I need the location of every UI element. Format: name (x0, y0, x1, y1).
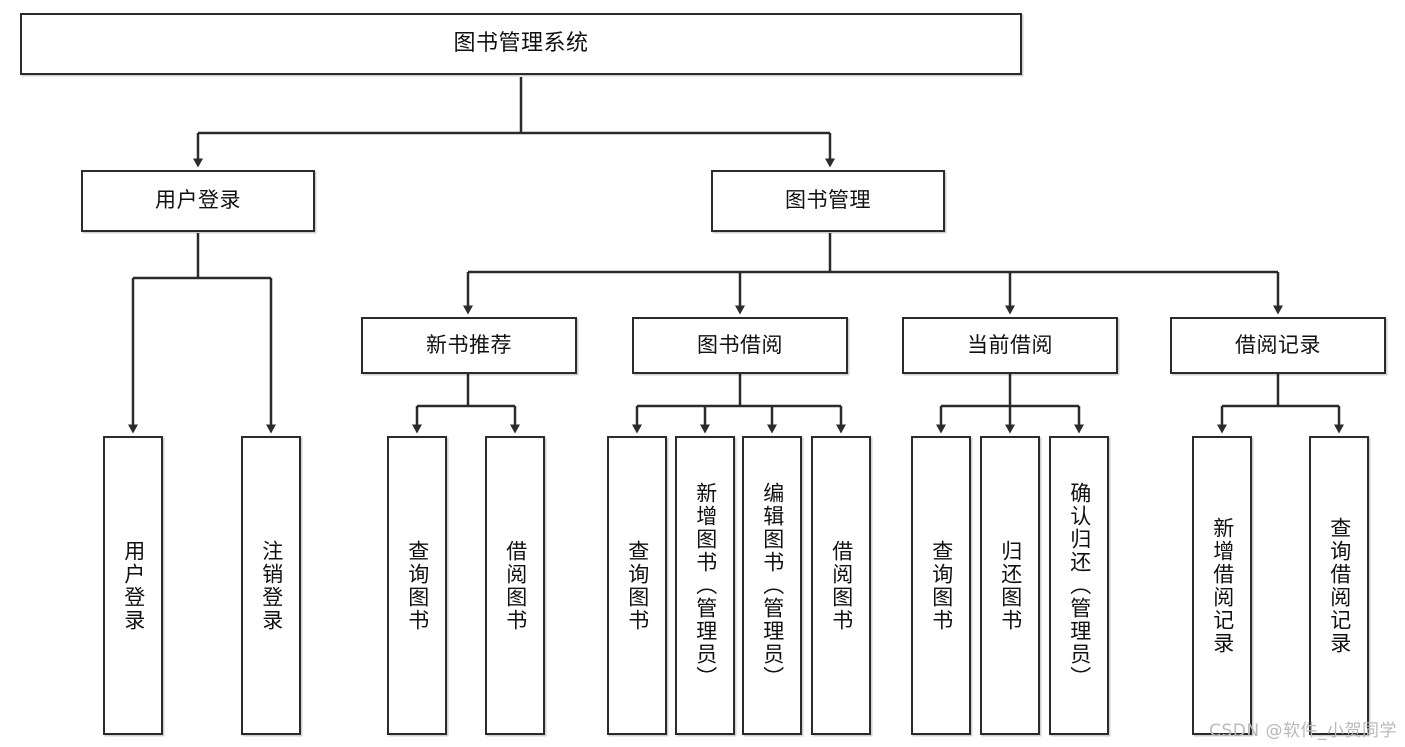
node-book-manage[interactable]: 图书管理 (711, 170, 945, 232)
node-leaf-edit-book-label: 编辑图书（管理员） (760, 482, 785, 689)
node-leaf-query-record-label: 查询借阅记录 (1327, 516, 1352, 655)
node-leaf-query-book-3-label: 查询图书 (929, 539, 954, 632)
node-leaf-confirm-return[interactable]: 确认归还（管理员） (1049, 436, 1109, 735)
node-new-book-rec-label: 新书推荐 (426, 332, 512, 357)
node-leaf-return-book-label: 归还图书 (998, 539, 1023, 632)
node-leaf-borrow-book-2[interactable]: 借阅图书 (811, 436, 871, 735)
node-current-borrow-label: 当前借阅 (967, 332, 1053, 357)
node-leaf-user-login-label: 用户登录 (121, 539, 146, 632)
node-leaf-query-record[interactable]: 查询借阅记录 (1309, 436, 1369, 735)
node-book-borrow[interactable]: 图书借阅 (632, 317, 848, 374)
node-leaf-add-record[interactable]: 新增借阅记录 (1192, 436, 1252, 735)
node-leaf-add-record-label: 新增借阅记录 (1210, 516, 1235, 655)
node-book-borrow-label: 图书借阅 (697, 332, 783, 357)
node-user-login-label: 用户登录 (155, 188, 241, 213)
node-leaf-borrow-book-2-label: 借阅图书 (829, 539, 854, 632)
node-user-login[interactable]: 用户登录 (81, 170, 315, 232)
node-leaf-borrow-book-1-label: 借阅图书 (503, 539, 528, 632)
node-leaf-add-book[interactable]: 新增图书（管理员） (675, 436, 735, 735)
node-leaf-query-book-1[interactable]: 查询图书 (387, 436, 447, 735)
node-current-borrow[interactable]: 当前借阅 (902, 317, 1118, 374)
node-leaf-query-book-3[interactable]: 查询图书 (911, 436, 971, 735)
node-leaf-logout[interactable]: 注销登录 (241, 436, 301, 735)
node-leaf-query-book-2-label: 查询图书 (625, 539, 650, 632)
node-leaf-edit-book[interactable]: 编辑图书（管理员） (742, 436, 802, 735)
node-borrow-record-label: 借阅记录 (1235, 332, 1321, 357)
node-root[interactable]: 图书管理系统 (20, 13, 1022, 75)
node-borrow-record[interactable]: 借阅记录 (1170, 317, 1386, 374)
csdn-watermark: CSDN @软件_小贺同学 (1209, 721, 1397, 741)
node-root-label: 图书管理系统 (453, 30, 589, 56)
node-leaf-query-book-2[interactable]: 查询图书 (607, 436, 667, 735)
node-leaf-borrow-book-1[interactable]: 借阅图书 (485, 436, 545, 735)
node-leaf-confirm-return-label: 确认归还（管理员） (1067, 482, 1092, 689)
node-leaf-logout-label: 注销登录 (259, 539, 284, 632)
node-book-manage-label: 图书管理 (785, 188, 871, 213)
node-leaf-return-book[interactable]: 归还图书 (980, 436, 1040, 735)
node-leaf-user-login[interactable]: 用户登录 (103, 436, 163, 735)
node-leaf-add-book-label: 新增图书（管理员） (693, 482, 718, 689)
node-leaf-query-book-1-label: 查询图书 (405, 539, 430, 632)
node-new-book-rec[interactable]: 新书推荐 (361, 317, 577, 374)
